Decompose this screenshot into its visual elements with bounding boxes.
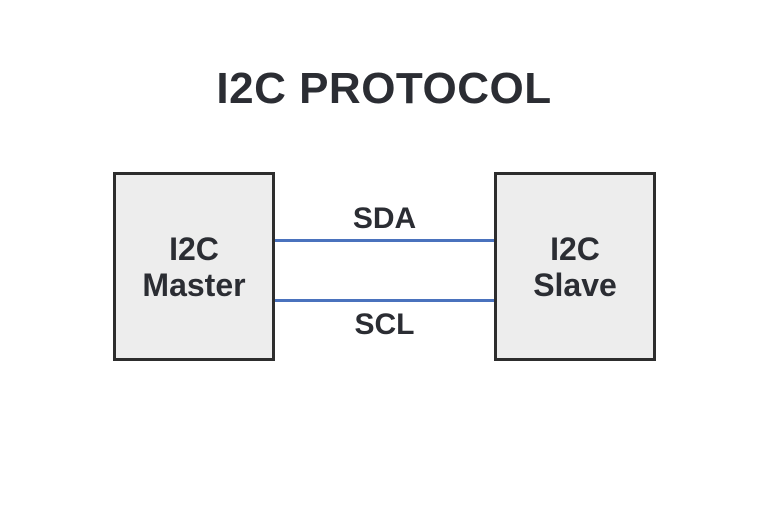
node-i2c-slave-label: I2C Slave <box>533 230 617 303</box>
sda-bus-wire <box>275 239 494 242</box>
node-i2c-master: I2C Master <box>113 172 275 361</box>
scl-bus-wire <box>275 299 494 302</box>
node-i2c-slave: I2C Slave <box>494 172 656 361</box>
node-i2c-master-label: I2C Master <box>142 230 246 303</box>
diagram-title: I2C PROTOCOL <box>216 64 552 113</box>
sda-bus-label: SDA <box>352 202 417 235</box>
scl-bus-label: SCL <box>354 308 415 341</box>
